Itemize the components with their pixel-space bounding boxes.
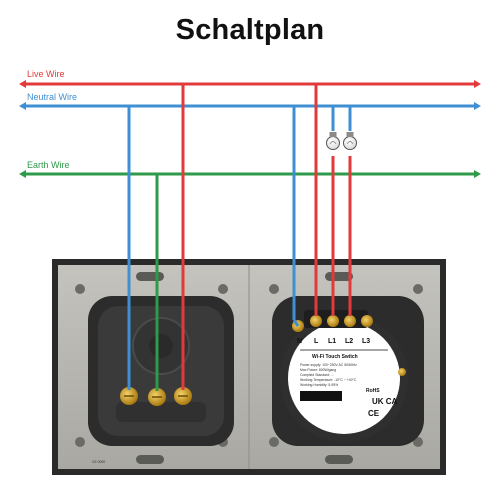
spec-line: Working Temperature: -10°C ~ +40°C	[300, 378, 357, 382]
earth-bus	[19, 170, 481, 178]
switch-neutral-wire	[292, 106, 300, 327]
earth-wire-label: Earth Wire	[27, 160, 70, 170]
module-screw	[398, 368, 406, 376]
mounting-slot	[136, 272, 164, 281]
screw-hole	[413, 284, 423, 294]
screw-hole	[75, 284, 85, 294]
spec-line: Max Power: 600W/gang	[300, 368, 336, 372]
terminal-l3: L3	[362, 338, 370, 345]
screw-hole	[75, 437, 85, 447]
socket-module	[88, 296, 234, 446]
screw-hole	[269, 284, 279, 294]
l2-terminal-screw	[344, 315, 356, 327]
terminal-l2: L2	[345, 338, 353, 345]
qr-block	[300, 391, 342, 401]
neutral-bus	[19, 102, 481, 110]
screw-hole	[218, 284, 228, 294]
live-wire-label: Live Wire	[27, 69, 65, 79]
switch-module: N L L1 L2 L3 Wi-Fi Touch Switch Power su…	[272, 296, 424, 446]
lamp-icon	[326, 132, 340, 150]
ukca-mark: UK CA	[372, 397, 398, 406]
mounting-slot	[136, 455, 164, 464]
l3-terminal-screw	[361, 315, 373, 327]
terminal-n: N	[297, 338, 302, 345]
diagram-title: Schaltplan	[175, 14, 325, 46]
spec-line: Power supply: 100~250V AC 50/60Hz	[300, 363, 357, 367]
mounting-slot	[325, 455, 353, 464]
spec-line: Complied Standard: ...	[300, 373, 334, 377]
lamp-icon	[343, 132, 357, 150]
product-name: Wi-Fi Touch Switch	[312, 354, 358, 360]
terminal-l1: L1	[328, 338, 336, 345]
screw-hole	[413, 437, 423, 447]
screw-hole	[269, 437, 279, 447]
rohs-mark: RoHS	[366, 388, 380, 394]
l1-terminal-screw	[327, 315, 339, 327]
l-terminal-screw	[310, 315, 322, 327]
terminal-l: L	[314, 338, 319, 345]
live-bus	[19, 80, 481, 88]
ce-mark: CE	[368, 409, 380, 418]
plate-code: CE 0000	[92, 460, 105, 464]
neutral-wire-label: Neutral Wire	[27, 92, 77, 102]
spec-line: Working Humidity: 5-95%	[300, 383, 338, 387]
